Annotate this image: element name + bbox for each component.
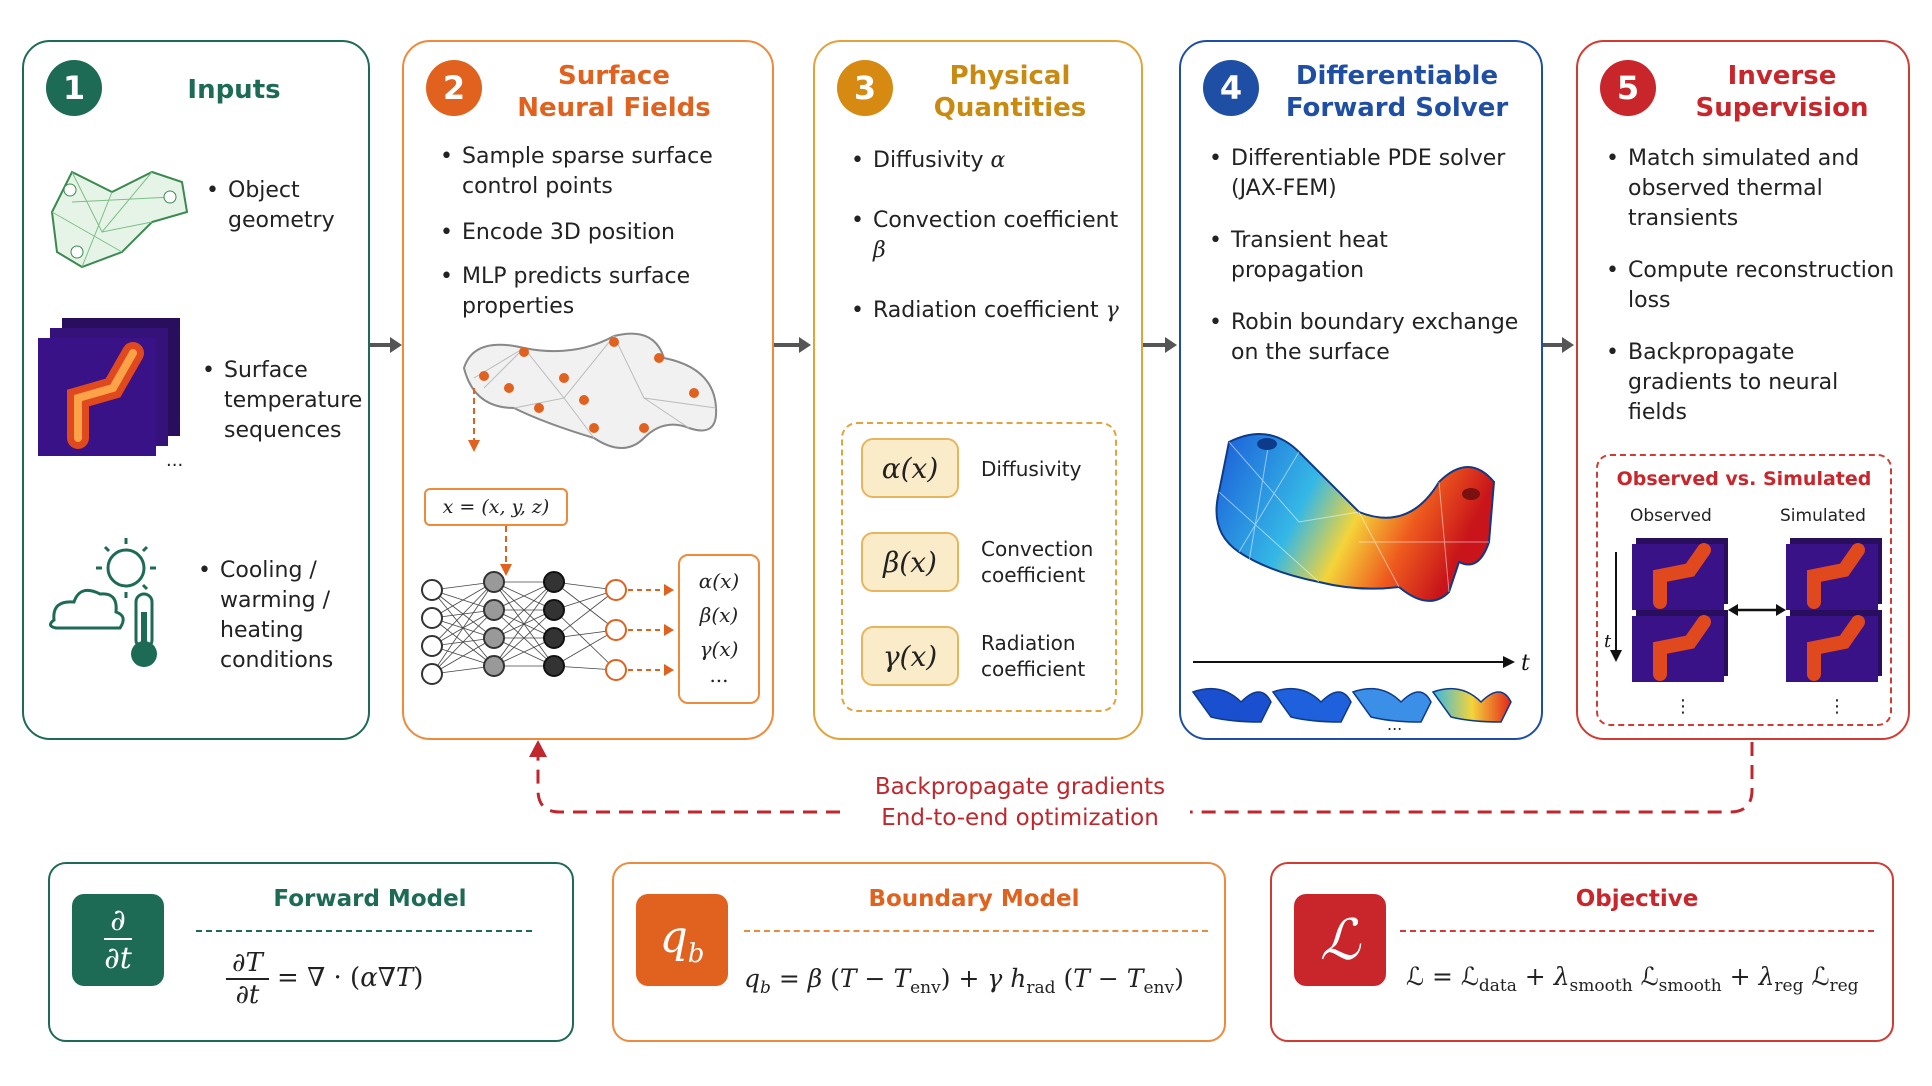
output-beta: β(x) — [699, 603, 739, 627]
weather-thermometer-icon — [49, 538, 157, 667]
objective-panel: ℒ Objective ℒ = ℒdata + λsmooth ℒsmooth … — [1270, 862, 1894, 1042]
surface-mesh-icon — [462, 332, 718, 449]
svg-text:...: ... — [166, 450, 183, 468]
forward-model-divider — [196, 930, 532, 932]
forward-model-equation: ∂T∂t = ∇ · (α∇T) — [226, 948, 423, 1010]
quantity-fields-group: α(x) Diffusivity β(x) Convection coeffic… — [841, 422, 1117, 712]
alpha-symbol: α — [990, 148, 1006, 173]
input-item-geometry: Object geometry — [228, 178, 335, 233]
beta-field-box: β(x) — [861, 532, 959, 592]
time-axis-label: t — [1521, 651, 1530, 676]
observed-simulated-frames: t ⋮ ⋮ — [1604, 538, 1882, 717]
gamma-field-label: Radiation coefficient — [981, 631, 1086, 681]
panel-title: Inputs — [187, 75, 281, 105]
beta-symbol: β — [873, 238, 886, 263]
simulated-label: Simulated — [1780, 506, 1866, 526]
observed-label: Observed — [1630, 506, 1712, 526]
solver-item-pde: Differentiable PDE solver (JAX-FEM) — [1231, 146, 1506, 201]
neural-item-encode: Encode 3D position — [462, 220, 675, 245]
thermal-sequence-icon: ... — [38, 318, 183, 468]
neural-item-sample: Sample sparse surface control points — [462, 144, 713, 199]
step-number: 4 — [1203, 60, 1259, 116]
step-number: 2 — [426, 60, 482, 116]
feedback-label: Backpropagate gradients End-to-end optim… — [840, 772, 1200, 834]
output-alpha: α(x) — [698, 569, 740, 593]
mlp-output-box: α(x) β(x) γ(x) ... — [678, 554, 760, 704]
time-evolution-strip: t ... — [1191, 651, 1530, 732]
objective-divider — [1400, 930, 1874, 932]
alpha-field-box: α(x) — [861, 438, 959, 498]
feedback-line-2: End-to-end optimization — [881, 805, 1159, 831]
neural-item-mlp: MLP predicts surface properties — [462, 264, 691, 319]
observed-ellipsis: ⋮ — [1674, 696, 1692, 717]
simulated-ellipsis: ⋮ — [1828, 696, 1846, 717]
objective-equation: ℒ = ℒdata + λsmooth ℒsmooth + λreg ℒreg — [1406, 962, 1859, 996]
step-number: 1 — [46, 60, 102, 116]
object-geometry-icon — [50, 170, 189, 269]
input-item-conditions: Cooling / warming / heating conditions — [220, 558, 334, 673]
neural-network-diagram — [421, 388, 674, 685]
beta-field-label: Convection coefficient — [981, 537, 1094, 587]
inverse-item-match: Match simulated and observed thermal tra… — [1628, 146, 1860, 231]
quantity-item-radiation: Radiation coefficient — [873, 298, 1099, 323]
partial-derivative-icon: ∂∂t — [72, 894, 164, 986]
objective-title: Objective — [1575, 886, 1699, 912]
panel-inputs: 1 Inputs •Object geometry ... •Surface t… — [22, 40, 370, 740]
feedback-line-1: Backpropagate gradients — [874, 774, 1166, 800]
boundary-model-panel: qb Boundary Model qb = β (T − Tenv) + γ … — [612, 862, 1226, 1042]
comparison-group: Observed vs. Simulated Observed Simulate… — [1596, 454, 1892, 726]
gamma-symbol: γ — [1105, 298, 1119, 323]
boundary-model-divider — [744, 930, 1208, 932]
solver-item-transient: Transient heat propagation — [1231, 228, 1388, 283]
solver-item-robin: Robin boundary exchange on the surface — [1231, 310, 1519, 365]
forward-model-panel: ∂∂t Forward Model ∂T∂t = ∇ · (α∇T) — [48, 862, 574, 1042]
gamma-field-box: γ(x) — [861, 626, 959, 686]
inverse-item-backprop: Backpropagate gradients to neural fields — [1628, 340, 1839, 425]
quantity-item-diffusivity: Diffusivity — [873, 148, 984, 173]
output-gamma: γ(x) — [699, 637, 739, 661]
boundary-model-equation: qb = β (T − Tenv) + γ hrad (T − Tenv) — [744, 964, 1184, 998]
output-ellipsis: ... — [709, 663, 729, 687]
quantity-item-convection: Convection coefficient — [873, 208, 1119, 233]
coordinate-input-box: x = (x, y, z) — [424, 488, 568, 526]
step-number: 3 — [837, 60, 893, 116]
alpha-field-label: Diffusivity — [981, 457, 1082, 481]
compare-time-label: t — [1604, 631, 1612, 652]
input-item-temperature: Surface temperature sequences — [224, 358, 363, 443]
loss-icon: ℒ — [1294, 894, 1386, 986]
forward-model-title: Forward Model — [273, 886, 467, 912]
boundary-flux-icon: qb — [636, 894, 728, 986]
time-strip-ellipsis: ... — [1387, 715, 1402, 732]
comparison-title: Observed vs. Simulated — [1616, 468, 1872, 490]
heat-map-mesh-icon — [1215, 433, 1496, 602]
inverse-item-loss: Compute reconstruction loss — [1628, 258, 1895, 313]
boundary-model-title: Boundary Model — [868, 886, 1080, 912]
step-number: 5 — [1600, 60, 1656, 116]
